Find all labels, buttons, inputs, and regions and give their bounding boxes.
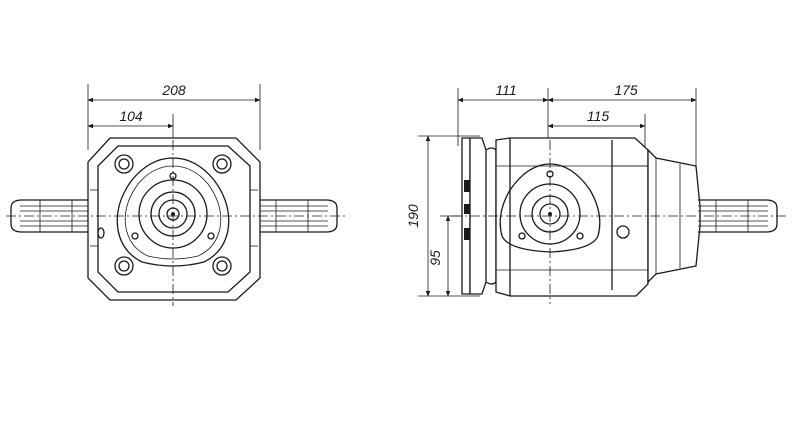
corner-bolts [114, 154, 232, 276]
output-shaft [698, 199, 778, 233]
dimension-label-190: 190 [405, 204, 421, 228]
dimension-208: 208 [87, 82, 261, 150]
dimension-190: 190 [405, 135, 480, 297]
left-shaft [10, 199, 90, 233]
dimension-label-175: 175 [614, 82, 638, 98]
dimension-label-104: 104 [119, 108, 143, 124]
dimension-104: 104 [87, 108, 174, 140]
oil-plug [616, 225, 630, 239]
dimension-115: 115 [547, 108, 646, 150]
front-view: 208 104 [6, 82, 346, 306]
front-housing [87, 137, 261, 301]
drain-plug [97, 227, 105, 239]
dimension-175: 175 [547, 82, 697, 168]
dimension-label-95: 95 [427, 250, 443, 266]
dimension-label-208: 208 [161, 82, 186, 98]
side-view: 111 175 115 190 95 [405, 82, 788, 304]
dimension-label-111: 111 [495, 82, 516, 98]
dimension-label-115: 115 [587, 108, 610, 124]
side-housing [495, 137, 649, 297]
